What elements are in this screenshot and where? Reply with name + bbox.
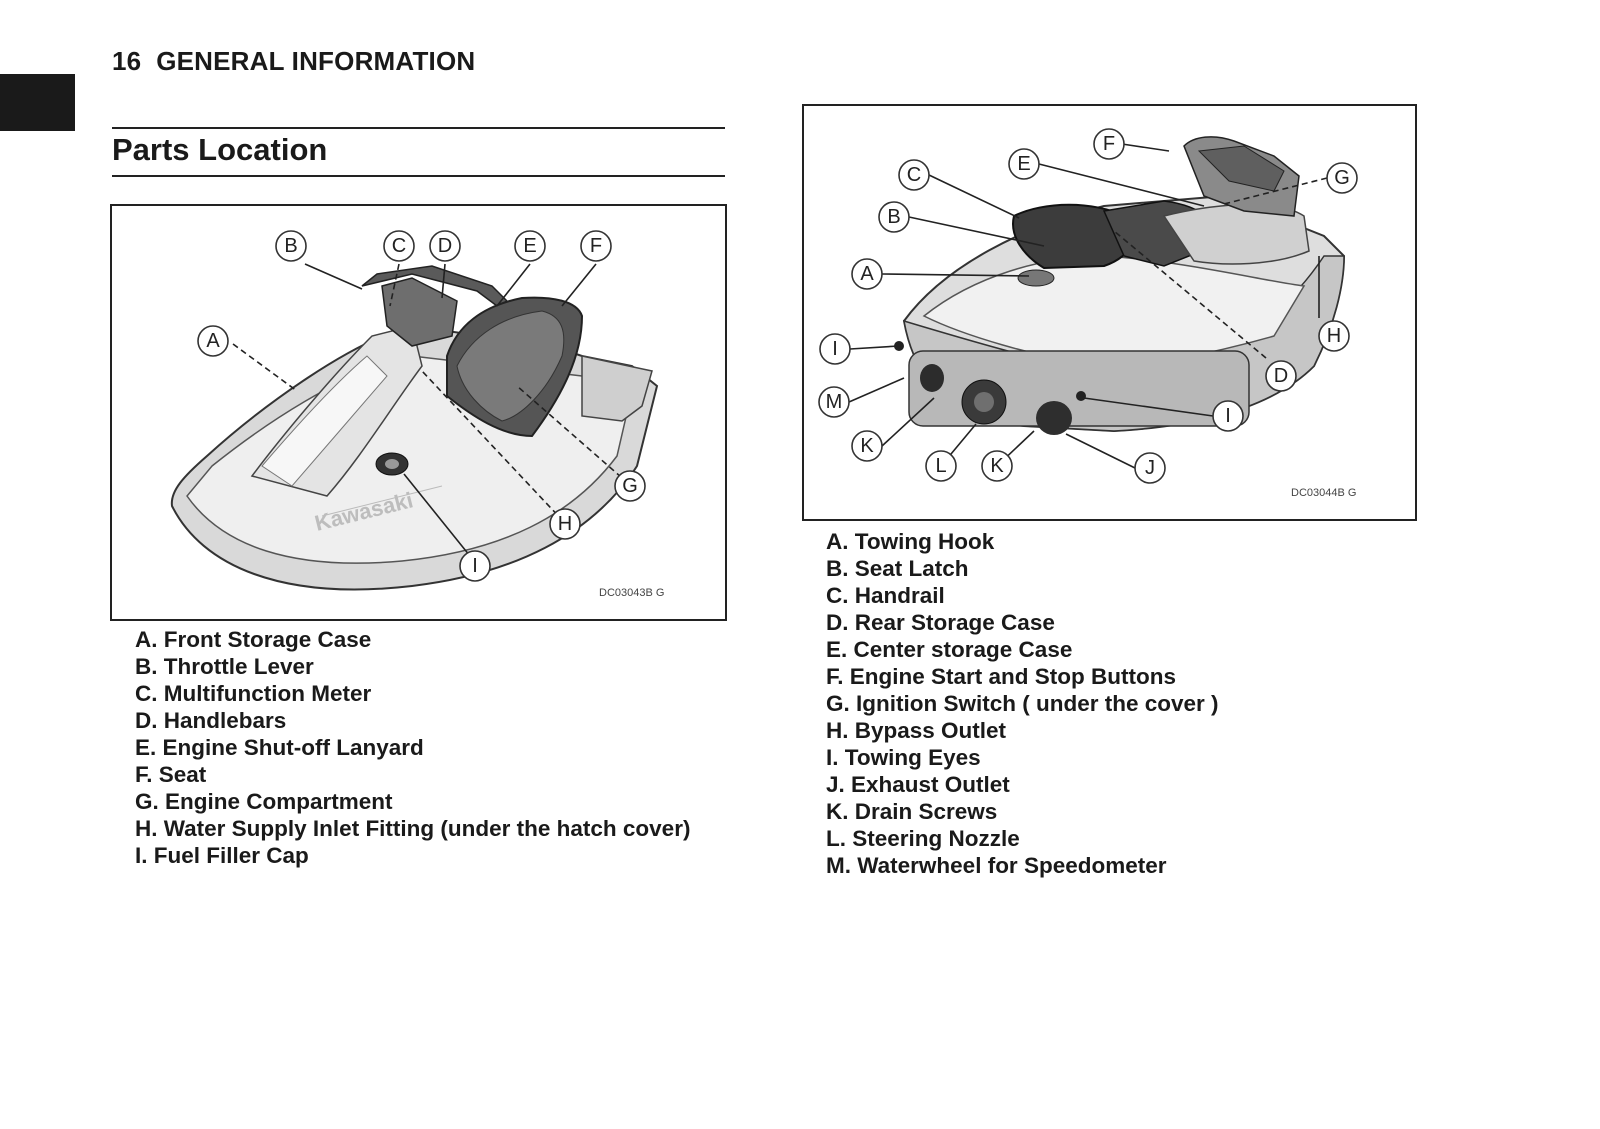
section-tab-marker [0, 74, 75, 131]
section-name: GENERAL INFORMATION [156, 46, 476, 76]
legend-item: B. Seat Latch [826, 556, 969, 581]
watercraft-rear-illustration: F E C G B A I H D M I K L K J DC03044B G [818, 128, 1358, 499]
callout-k-right: K [981, 450, 1013, 482]
callout-c: C [898, 159, 930, 191]
hull-drawing [894, 136, 1346, 435]
svg-text:H: H [1327, 325, 1341, 347]
svg-text:B: B [887, 206, 900, 228]
svg-text:F: F [1103, 133, 1115, 155]
legend-item: C. Handrail [826, 583, 945, 608]
svg-text:I: I [1225, 405, 1231, 427]
callout-b: B [878, 201, 910, 233]
svg-text:G: G [1334, 167, 1350, 189]
callout-k-left: K [851, 430, 883, 462]
parts-figure-front: Kawasaki B C D E F A G H I DC03043B G [110, 204, 727, 621]
svg-text:E: E [523, 235, 536, 257]
legend-item: M. Waterwheel for Speedometer [826, 853, 1167, 878]
legend-item: D. Handlebars [135, 708, 287, 733]
callout-c: C [383, 230, 415, 262]
page-header: 16 GENERAL INFORMATION [112, 46, 475, 77]
callout-e: E [514, 230, 546, 262]
callout-h: H [1318, 320, 1350, 352]
svg-text:C: C [907, 164, 921, 186]
callout-b: B [275, 230, 307, 262]
legend-item: D. Rear Storage Case [826, 610, 1055, 635]
svg-text:K: K [860, 435, 874, 457]
hull-drawing: Kawasaki [170, 265, 659, 591]
svg-text:L: L [935, 455, 946, 477]
parts-figure-rear: F E C G B A I H D M I K L K J DC03044B G [802, 104, 1417, 521]
legend-front-view: A. Front Storage Case B. Throttle Lever … [135, 626, 690, 869]
legend-item: G. Ignition Switch ( under the cover ) [826, 691, 1219, 716]
svg-text:H: H [558, 513, 572, 535]
page-title: Parts Location [112, 132, 328, 167]
callout-e: E [1008, 148, 1040, 180]
svg-text:E: E [1017, 153, 1030, 175]
legend-rear-view: A. Towing Hook B. Seat Latch C. Handrail… [826, 528, 1219, 879]
legend-item: G. Engine Compartment [135, 789, 393, 814]
title-rule-bottom [112, 175, 725, 177]
svg-text:G: G [622, 475, 638, 497]
svg-text:D: D [1274, 365, 1288, 387]
legend-item: C. Multifunction Meter [135, 681, 372, 706]
leader-lines [232, 263, 630, 562]
callout-g: G [614, 470, 646, 502]
legend-item: A. Towing Hook [826, 529, 995, 554]
callout-i-right: I [1212, 400, 1244, 432]
svg-text:B: B [284, 235, 297, 257]
legend-item: E. Engine Shut-off Lanyard [135, 735, 424, 760]
callout-i-left: I [819, 333, 851, 365]
svg-text:I: I [472, 555, 478, 577]
svg-text:M: M [826, 391, 843, 413]
page-number: 16 [112, 46, 142, 76]
svg-text:J: J [1145, 457, 1155, 479]
figure-code: DC03044B G [1291, 487, 1356, 499]
legend-item: F. Seat [135, 762, 207, 787]
callout-m: M [818, 386, 850, 418]
callout-l: L [925, 450, 957, 482]
legend-item: E. Center storage Case [826, 637, 1073, 662]
callout-f: F [1093, 128, 1125, 160]
legend-item: F. Engine Start and Stop Buttons [826, 664, 1176, 689]
svg-text:I: I [832, 338, 838, 360]
callout-d: D [429, 230, 461, 262]
svg-text:F: F [590, 235, 602, 257]
callout-g: G [1326, 162, 1358, 194]
svg-text:D: D [438, 235, 452, 257]
figure-code: DC03043B G [599, 587, 664, 599]
legend-item: B. Throttle Lever [135, 654, 314, 679]
legend-item: I. Fuel Filler Cap [135, 843, 309, 868]
title-rule-top [112, 127, 725, 129]
legend-item: I. Towing Eyes [826, 745, 981, 770]
svg-text:K: K [990, 455, 1004, 477]
svg-text:C: C [392, 235, 406, 257]
legend-item: K. Drain Screws [826, 799, 998, 824]
legend-item: H. Bypass Outlet [826, 718, 1007, 743]
callout-j: J [1134, 452, 1166, 484]
callout-a: A [197, 325, 229, 357]
callout-a: A [851, 258, 883, 290]
svg-text:A: A [860, 263, 874, 285]
legend-item: J. Exhaust Outlet [826, 772, 1010, 797]
svg-text:A: A [206, 330, 220, 352]
legend-item: H. Water Supply Inlet Fitting (under the… [135, 816, 691, 841]
callout-h: H [549, 508, 581, 540]
callout-i: I [459, 550, 491, 582]
legend-item: A. Front Storage Case [135, 627, 372, 652]
callout-d: D [1265, 360, 1297, 392]
callout-f: F [580, 230, 612, 262]
leader-lines [848, 143, 1328, 469]
legend-item: L. Steering Nozzle [826, 826, 1020, 851]
watercraft-front-illustration: Kawasaki B C D E F A G H I DC03043B G [170, 230, 664, 599]
